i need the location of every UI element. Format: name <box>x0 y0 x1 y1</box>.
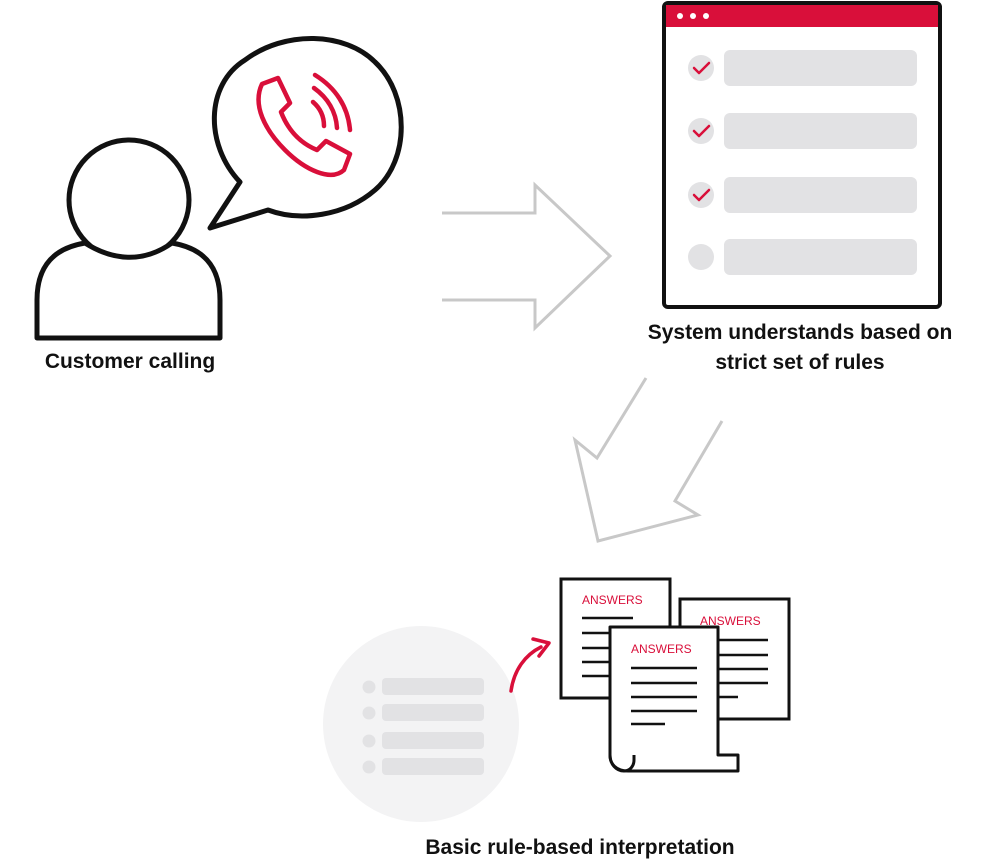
window-dot-icon <box>703 13 709 19</box>
document-heading: ANSWERS <box>631 642 692 656</box>
arrow-to-interpretation <box>572 377 724 543</box>
window-titlebar <box>666 5 938 27</box>
checkmark-icon <box>692 61 711 75</box>
arrow-to-system <box>442 181 613 332</box>
document-heading: ANSWERS <box>700 614 761 628</box>
rule-row <box>688 177 917 213</box>
document-front-scroll: ANSWERS <box>608 625 740 773</box>
phone-call-icon <box>256 72 353 177</box>
rule-row <box>688 50 917 86</box>
faded-list-icon <box>323 626 519 822</box>
customer-illustration <box>34 36 404 341</box>
red-curved-arrow-icon <box>509 637 551 693</box>
rules-window <box>662 1 942 309</box>
checkmark-icon <box>692 188 711 202</box>
checkmark-icon <box>692 124 711 138</box>
window-dot-icon <box>690 13 696 19</box>
document-heading: ANSWERS <box>582 593 643 607</box>
person-body-icon <box>34 240 223 341</box>
system-caption: System understands based on strict set o… <box>647 321 953 374</box>
rule-row <box>688 239 917 275</box>
interpretation-caption: Basic rule-based interpretation <box>425 836 735 859</box>
answers-documents: ANSWERS ANSWERS ANSWERS <box>559 577 791 773</box>
customer-caption: Customer calling <box>44 350 216 373</box>
window-dot-icon <box>677 13 683 19</box>
speech-bubble <box>207 36 404 231</box>
rule-row <box>688 113 917 149</box>
